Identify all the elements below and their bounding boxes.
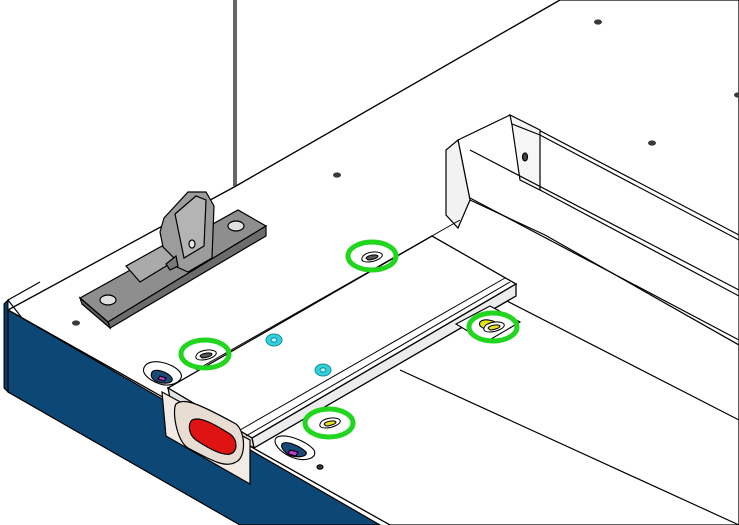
highlight-ring bbox=[345, 239, 399, 273]
cyan-fasteners bbox=[265, 333, 332, 377]
hole-icon bbox=[648, 140, 656, 146]
ringed-slots bbox=[195, 251, 505, 429]
highlight-ring bbox=[466, 310, 520, 344]
edge-slots bbox=[142, 361, 324, 470]
hole-icon bbox=[521, 152, 529, 162]
handle-grip bbox=[161, 390, 251, 486]
mounting-holes bbox=[72, 19, 739, 326]
highlight-ring bbox=[302, 406, 356, 440]
hole-icon bbox=[72, 320, 80, 326]
latch-bracket-icon bbox=[78, 191, 268, 330]
channel-tray bbox=[445, 113, 739, 346]
highlight-rings bbox=[178, 239, 520, 440]
hole-icon bbox=[333, 172, 341, 178]
hole-icon bbox=[734, 92, 739, 98]
slot-icon bbox=[188, 418, 237, 455]
lower-rail-lines bbox=[399, 299, 739, 525]
hole-icon bbox=[594, 19, 602, 25]
hole-icon bbox=[316, 464, 324, 470]
highlight-ring bbox=[178, 337, 232, 371]
